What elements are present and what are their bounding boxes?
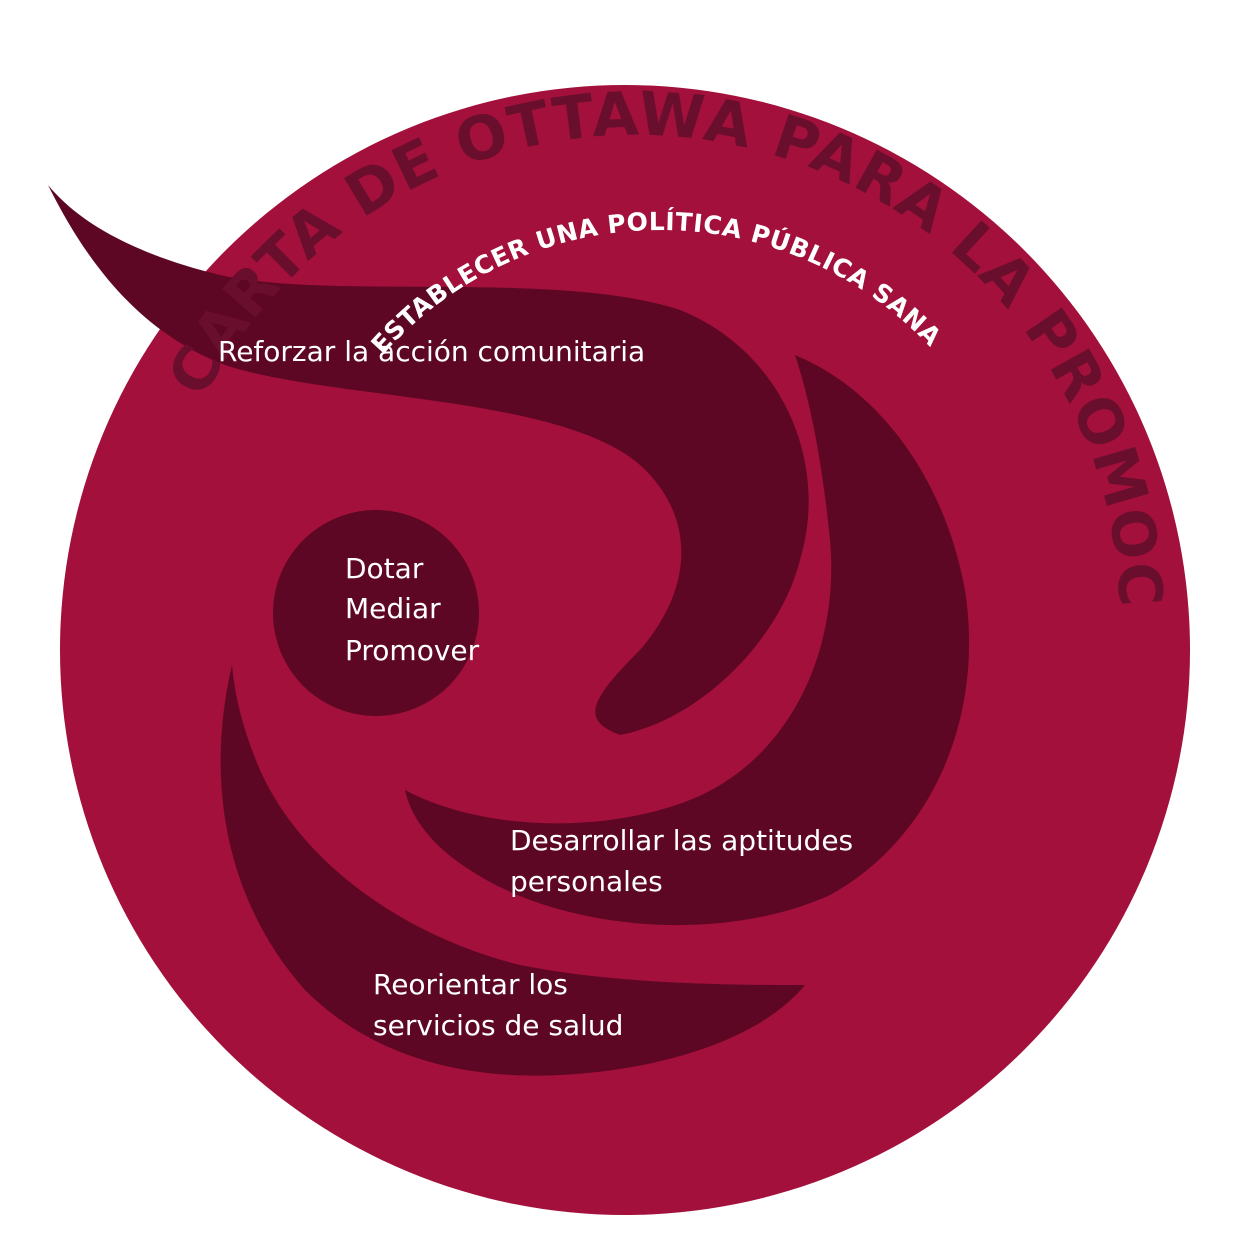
label-skills-line2: personales: [510, 865, 663, 898]
label-services-line1: Reorientar los: [373, 968, 568, 1001]
swirl-arm-community: [48, 185, 809, 735]
center-label-promover: Promover: [345, 634, 480, 667]
label-community: Reforzar la acción comunitaria: [218, 335, 645, 368]
center-label-mediar: Mediar: [345, 592, 441, 625]
center-label-dotar: Dotar: [345, 552, 424, 585]
label-skills-line1: Desarrollar las aptitudes: [510, 824, 853, 857]
label-services-line2: servicios de salud: [373, 1009, 623, 1042]
center-circle: [273, 510, 479, 716]
swirl-arm-services: [220, 665, 805, 1076]
swirl-arm-skills: [405, 355, 970, 926]
